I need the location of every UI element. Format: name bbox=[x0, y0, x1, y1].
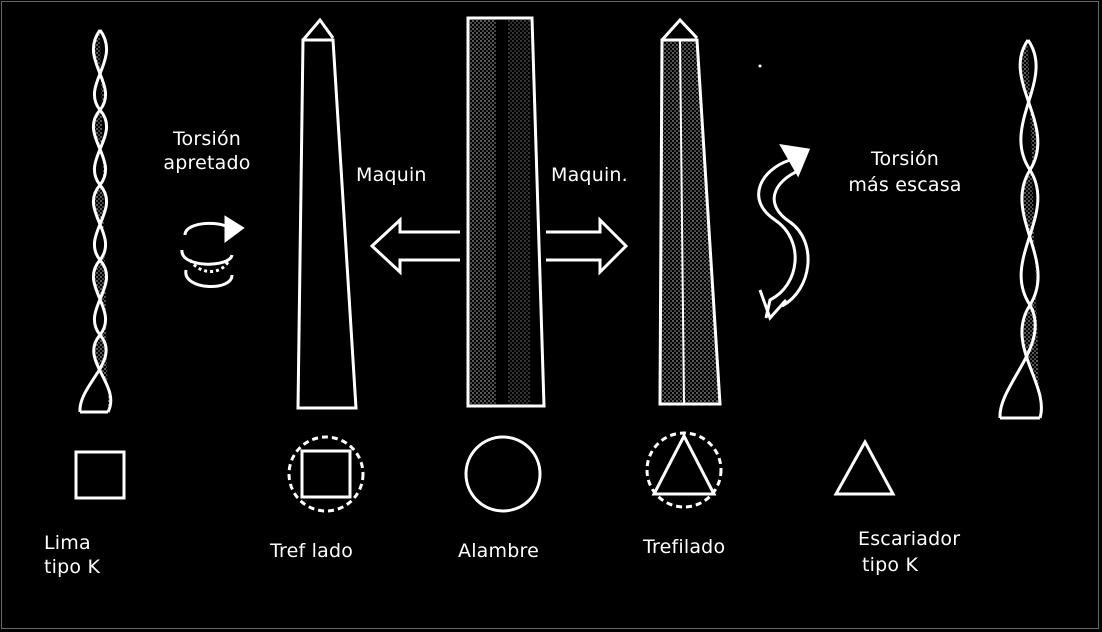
drawn-right-label: Trefilado bbox=[643, 536, 726, 558]
torsion-tight-label-line1: Torsión bbox=[172, 128, 242, 150]
square-cross-section bbox=[74, 450, 126, 500]
k-file-twisted-instrument bbox=[78, 29, 113, 414]
triangle-cross-section bbox=[833, 438, 896, 496]
k-file-label-line1: Lima bbox=[44, 532, 91, 554]
left-tapered-blank bbox=[296, 17, 358, 410]
round-wire-cross-section bbox=[464, 435, 542, 513]
machining-right-arrow bbox=[546, 216, 629, 276]
machining-left-label: Maquin bbox=[356, 164, 427, 186]
torsion-loose-label-line1: Torsión bbox=[870, 148, 940, 170]
k-file-label-line2: tipo K bbox=[44, 556, 101, 578]
drawn-left-label: Tref lado bbox=[270, 540, 354, 562]
machining-right-label: Maquin. bbox=[551, 164, 628, 186]
k-reamer-label-line1: Escariador bbox=[858, 528, 961, 550]
machining-left-arrow bbox=[369, 216, 460, 276]
tight-torsion-arrow-icon bbox=[180, 215, 245, 288]
torsion-tight-label-line2: apretado bbox=[163, 152, 251, 174]
speck-dot bbox=[758, 64, 762, 68]
square-in-dashed-circle-cross-section bbox=[287, 435, 365, 513]
k-reamer-twisted-instrument bbox=[998, 39, 1043, 420]
central-wire-blank bbox=[466, 16, 546, 408]
triangle-in-dashed-circle-cross-section bbox=[645, 431, 723, 509]
k-reamer-label-line2: tipo K bbox=[862, 554, 919, 576]
wire-label: Alambre bbox=[458, 540, 539, 562]
right-tapered-blank bbox=[658, 17, 722, 406]
torsion-loose-label-line2: más escasa bbox=[848, 174, 962, 196]
loose-torsion-arrow-icon bbox=[757, 144, 811, 321]
